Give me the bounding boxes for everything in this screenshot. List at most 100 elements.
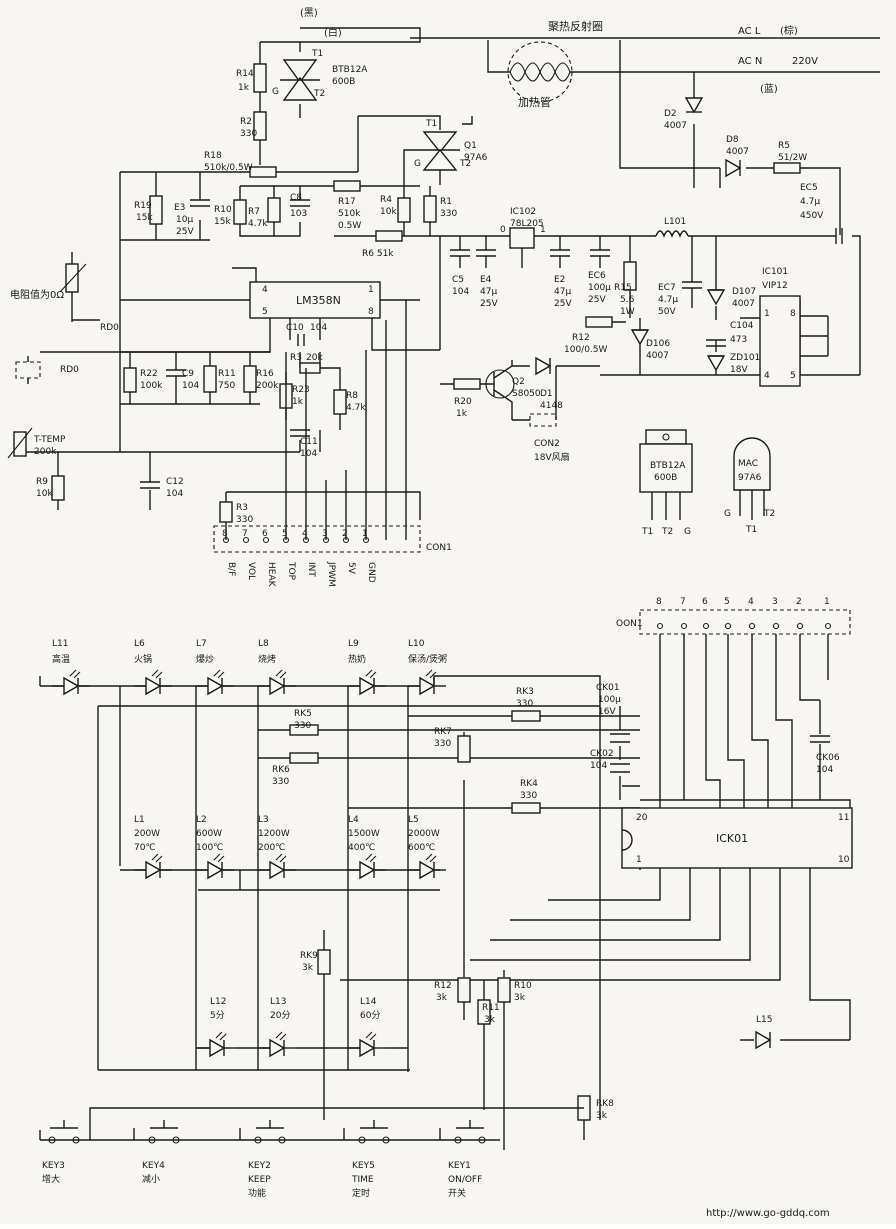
r3-330: [219, 501, 233, 523]
key-key3[interactable]: [48, 1120, 80, 1144]
rail-wires: [119, 116, 359, 452]
svg-text:4.7μ: 4.7μ: [800, 197, 820, 207]
r10-3k: [497, 977, 511, 1003]
svg-text:RK3: RK3: [516, 687, 534, 697]
svg-text:104: 104: [310, 323, 327, 333]
svg-text:L1: L1: [134, 815, 145, 825]
key-key5[interactable]: [358, 1120, 390, 1144]
rk6: [289, 752, 319, 764]
svg-text:C12: C12: [166, 477, 184, 487]
r22: [123, 367, 137, 393]
oon1-pin: [656, 622, 664, 630]
led-l5: [408, 853, 446, 880]
oon1-pin: [824, 622, 832, 630]
svg-text:EC7: EC7: [658, 283, 676, 293]
svg-text:RK6: RK6: [272, 765, 290, 775]
svg-text:25V: 25V: [176, 227, 194, 237]
svg-text:RK4: RK4: [520, 779, 538, 789]
svg-text:RK9: RK9: [300, 951, 318, 961]
t-temp-thermistor: [13, 431, 27, 457]
svg-text:保汤/煲粥: 保汤/煲粥: [408, 653, 447, 665]
con1-pin-name: GND: [366, 562, 376, 583]
vip-wires: [600, 236, 860, 376]
svg-text:8: 8: [656, 597, 662, 607]
svg-text:25V: 25V: [480, 299, 498, 309]
svg-text:MAC: MAC: [738, 459, 758, 469]
svg-text:CK02: CK02: [590, 749, 614, 759]
keys-row: KEY3增大KEY4减小KEY2KEEP功能KEY5TIME定时KEY1ON/O…: [42, 1120, 486, 1199]
svg-text:18V: 18V: [730, 365, 748, 375]
diode-d2: [684, 97, 704, 114]
svg-text:200k: 200k: [34, 447, 57, 457]
svg-text:R12: R12: [434, 981, 452, 991]
svg-text:R10: R10: [214, 205, 232, 215]
label-white: (白): [324, 26, 342, 39]
svg-text:330: 330: [272, 777, 289, 787]
svg-text:70℃: 70℃: [134, 843, 156, 853]
svg-text:G: G: [684, 527, 691, 537]
svg-text:330: 330: [236, 515, 253, 525]
svg-text:Q1: Q1: [464, 141, 477, 151]
key-key2[interactable]: [254, 1120, 286, 1144]
svg-text:C11: C11: [300, 437, 318, 447]
svg-text:7: 7: [242, 529, 248, 539]
svg-text:KEY3: KEY3: [42, 1161, 65, 1171]
con1-pin: [362, 536, 370, 544]
svg-text:100/0.5W: 100/0.5W: [564, 345, 608, 355]
svg-text:4148: 4148: [540, 401, 563, 411]
label-blue: (蓝): [760, 83, 778, 95]
svg-text:4: 4: [764, 371, 770, 381]
svg-text:CK06: CK06: [816, 753, 840, 763]
svg-text:L13: L13: [270, 997, 286, 1007]
svg-text:D107: D107: [732, 287, 756, 297]
svg-text:330: 330: [294, 721, 311, 731]
r4: [397, 197, 411, 223]
svg-text:C10: C10: [286, 323, 304, 333]
con1-pin-name: VOL: [246, 562, 256, 580]
svg-text:20分: 20分: [270, 1010, 290, 1021]
svg-text:LM358N: LM358N: [296, 294, 341, 307]
svg-text:R7: R7: [248, 207, 260, 217]
svg-text:4007: 4007: [732, 299, 755, 309]
svg-text:L7: L7: [196, 639, 207, 649]
triac-q1-body: [422, 131, 458, 154]
svg-text:T1: T1: [745, 525, 757, 535]
key-key1[interactable]: [454, 1120, 486, 1144]
svg-text:6: 6: [262, 529, 268, 539]
svg-text:R2: R2: [240, 117, 252, 127]
svg-text:3: 3: [322, 529, 328, 539]
svg-text:L11: L11: [52, 639, 68, 649]
svg-text:R4: R4: [380, 195, 392, 205]
svg-text:T2: T2: [459, 159, 471, 169]
svg-text:10k: 10k: [380, 207, 397, 217]
svg-text:0: 0: [500, 225, 506, 235]
oon1-pin: [680, 622, 688, 630]
con1-pin: [262, 536, 270, 544]
led-l8: [258, 669, 296, 696]
svg-text:20k: 20k: [306, 353, 323, 363]
svg-text:8: 8: [368, 307, 374, 317]
key-key4[interactable]: [148, 1120, 180, 1144]
svg-text:L10: L10: [408, 639, 425, 649]
svg-text:4: 4: [262, 285, 268, 295]
led-l6: [134, 669, 172, 696]
svg-text:50V: 50V: [658, 307, 676, 317]
ic102: [509, 227, 535, 249]
svg-text:600W: 600W: [196, 829, 222, 839]
svg-text:火锅: 火锅: [134, 654, 152, 665]
svg-text:5: 5: [262, 307, 268, 317]
svg-text:1: 1: [824, 597, 830, 607]
connector-con2: [529, 413, 557, 427]
svg-text:KEY1: KEY1: [448, 1161, 471, 1171]
r17: [333, 180, 361, 192]
diode-d107: [706, 289, 726, 306]
svg-text:1W: 1W: [620, 307, 635, 317]
svg-text:104: 104: [182, 381, 199, 391]
led-l1: [134, 853, 172, 880]
svg-text:D1: D1: [540, 389, 553, 399]
svg-text:3: 3: [772, 597, 778, 607]
svg-text:D2: D2: [664, 109, 677, 119]
svg-text:1k: 1k: [292, 397, 304, 407]
